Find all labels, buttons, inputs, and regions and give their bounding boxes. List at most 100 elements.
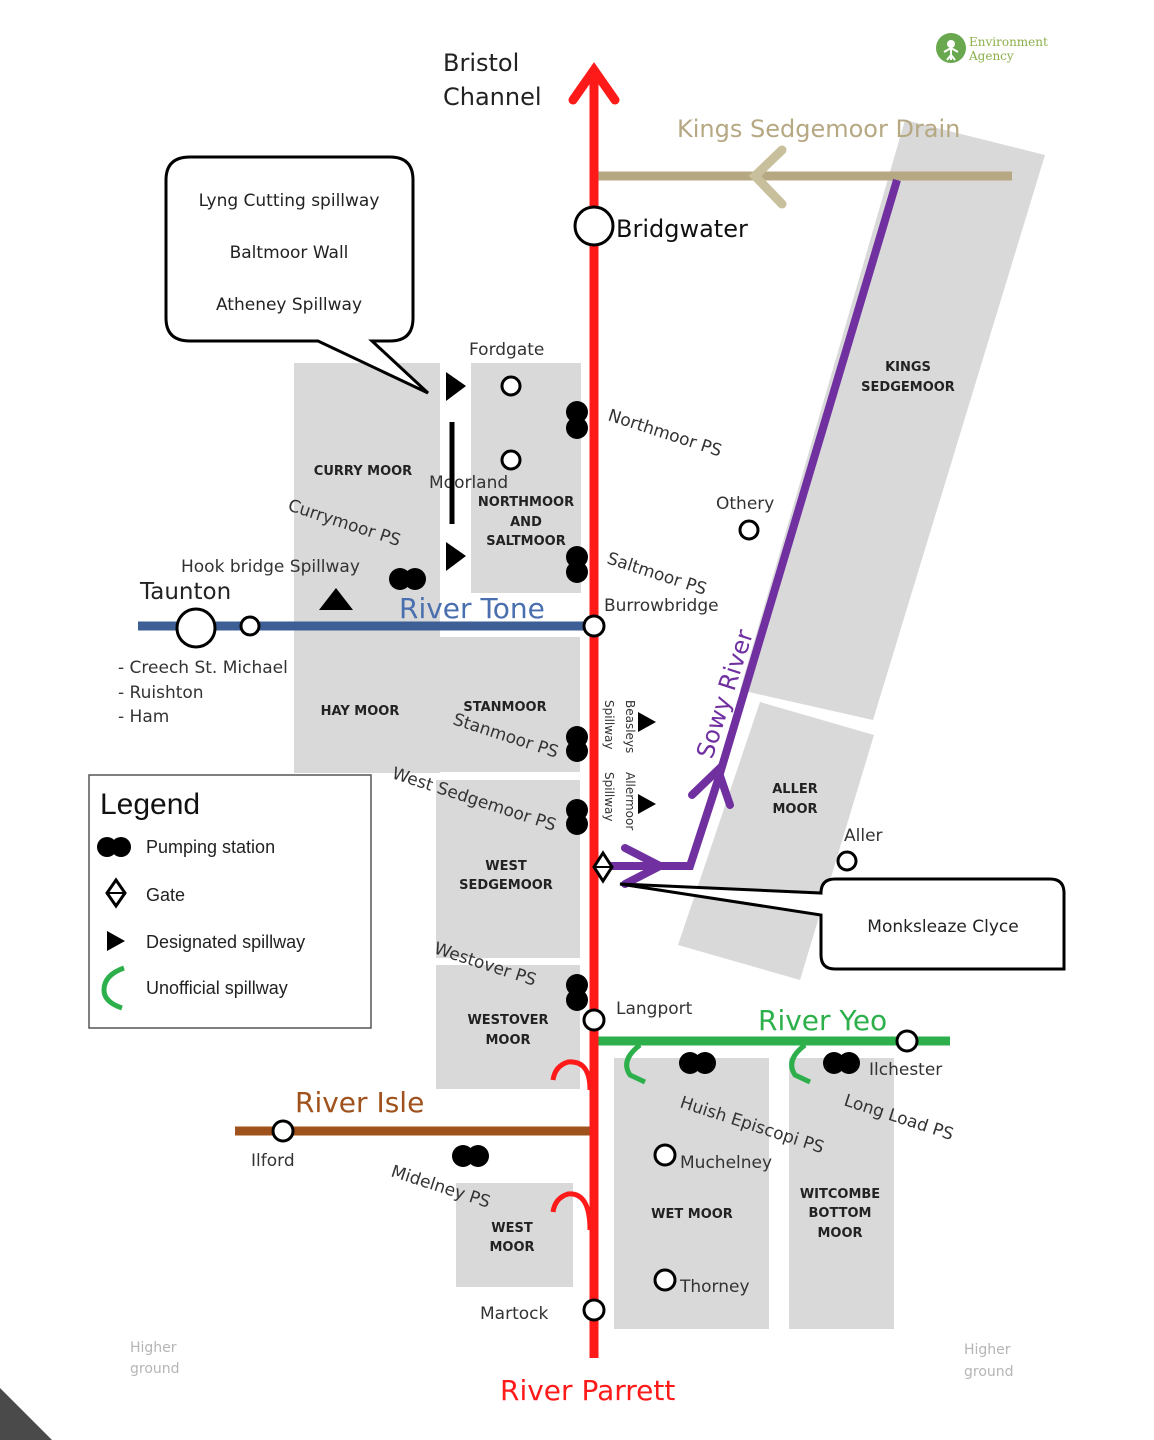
west-sedgemoor-label-2: SEDGEMOOR xyxy=(459,878,553,893)
unofficial-spillway-icon xyxy=(550,1059,593,1091)
legend-label-unofficial: Unofficial spillway xyxy=(146,978,288,998)
muchelney-marker[interactable] xyxy=(653,1143,677,1167)
aller-moor-area xyxy=(678,702,874,980)
curry-moor-label: CURRY MOOR xyxy=(314,464,412,479)
legend-title: Legend xyxy=(100,788,200,821)
west-moor-area xyxy=(456,1183,573,1287)
legend-label-pumping: Pumping station xyxy=(146,837,275,857)
callout-line-1: Lyng Cutting spillway xyxy=(199,191,380,211)
kings-sedgemoor-label-2: SEDGEMOOR xyxy=(861,380,955,395)
ilford-marker[interactable] xyxy=(271,1119,295,1143)
pumping-station-icon[interactable] xyxy=(566,401,588,439)
village-1: - Creech St. Michael xyxy=(118,658,288,678)
designated-spillway-icon xyxy=(107,931,125,951)
northmoor-ps-label: Northmoor PS xyxy=(605,406,724,462)
designated-spillway-icon[interactable] xyxy=(446,372,466,401)
othery-marker[interactable] xyxy=(738,519,760,541)
higher-ground-right-1: Higher xyxy=(964,1342,1011,1358)
hay-moor-area xyxy=(294,637,429,773)
pumping-station-icon[interactable] xyxy=(566,546,588,583)
pumping-station-icon[interactable] xyxy=(823,1052,860,1074)
unofficial-spillway-icon xyxy=(789,1043,812,1085)
logo-line-2: Agency xyxy=(968,49,1014,63)
witcombe-label-3: MOOR xyxy=(817,1226,862,1241)
kings-sedgemoor-drain-label: Kings Sedgemoor Drain xyxy=(677,115,960,143)
langport-marker[interactable] xyxy=(582,1008,606,1032)
bristol-channel-label-2: Channel xyxy=(443,83,542,111)
bristol-channel-label-1: Bristol xyxy=(443,49,519,77)
taunton-marker[interactable] xyxy=(175,607,217,649)
river-parrett-label: River Parrett xyxy=(500,1374,675,1407)
sowy-arrow-icon xyxy=(688,762,734,809)
northmoor-label-1: NORTHMOOR xyxy=(478,495,574,510)
muchelney-label: Muchelney xyxy=(680,1153,772,1173)
designated-spillway-icon[interactable] xyxy=(319,588,353,610)
stanmoor-label: STANMOOR xyxy=(463,700,546,715)
pumping-station-icon[interactable] xyxy=(566,974,588,1011)
logo-line-1: Environment xyxy=(969,35,1048,49)
higher-ground-left-1: Higher xyxy=(130,1340,177,1356)
thorney-label: Thorney xyxy=(679,1277,750,1297)
creech-marker[interactable] xyxy=(239,615,261,637)
bridgwater-label: Bridgwater xyxy=(616,215,748,243)
higher-ground-left-2: ground xyxy=(130,1361,180,1377)
wet-moor-area xyxy=(614,1058,769,1329)
witcombe-label-1: WITCOMBE xyxy=(800,1187,880,1202)
allermoor-label-2: Spillway xyxy=(602,772,616,822)
pumping-station-icon[interactable] xyxy=(679,1052,716,1074)
callout-monksleaze: Monksleaze Clyce xyxy=(619,877,1066,971)
river-yeo: River Yeo xyxy=(594,1004,950,1085)
monksleaze-label: Monksleaze Clyce xyxy=(867,917,1018,937)
thorney-marker[interactable] xyxy=(653,1268,677,1292)
drain-flow-arrow-icon xyxy=(748,145,787,209)
pumping-station-icon[interactable] xyxy=(566,726,588,762)
designated-spillway-icon[interactable] xyxy=(638,794,656,814)
river-isle-label: River Isle xyxy=(295,1086,424,1119)
environment-agency-logo: Environment Agency xyxy=(936,33,1048,63)
legend: Legend Pumping station Gate Designated s… xyxy=(88,774,372,1029)
ilchester-marker[interactable] xyxy=(895,1029,919,1053)
othery-label: Othery xyxy=(716,494,774,514)
aller-marker[interactable] xyxy=(836,850,858,872)
aller-moor-label-2: MOOR xyxy=(772,802,817,817)
callout-line-2: Baltmoor Wall xyxy=(230,243,349,263)
ilchester-label: Ilchester xyxy=(869,1060,942,1080)
northmoor-area xyxy=(471,363,581,593)
pumping-station-icon[interactable] xyxy=(389,568,426,590)
fordgate-marker[interactable] xyxy=(500,375,522,397)
allermoor-label-1: Allermoor xyxy=(623,772,637,830)
unofficial-spillway-icon xyxy=(101,965,125,1011)
designated-spillway-icon[interactable] xyxy=(638,712,656,732)
higher-ground-right-2: ground xyxy=(964,1364,1014,1380)
pumping-station-icon xyxy=(97,837,131,857)
ilford-label: Ilford xyxy=(251,1151,295,1171)
moorland-marker[interactable] xyxy=(500,449,522,471)
kings-sedgemoor-area xyxy=(740,120,1045,720)
hay-moor-label: HAY MOOR xyxy=(321,704,400,719)
burrowbridge-marker[interactable] xyxy=(582,614,606,638)
gate-icon[interactable] xyxy=(592,850,614,884)
aller-moor-label-1: ALLER xyxy=(772,782,818,797)
kings-sedgemoor-label-1: KINGS xyxy=(885,360,931,375)
bridgwater-marker[interactable] xyxy=(573,205,615,247)
fordgate-label: Fordgate xyxy=(469,340,544,360)
callout-spillways: Lyng Cutting spillway Baltmoor Wall Athe… xyxy=(164,155,430,395)
gate-icon xyxy=(105,877,127,909)
legend-label-gate: Gate xyxy=(146,885,185,905)
taunton-label: Taunton xyxy=(139,579,231,605)
northmoor-label-2: AND xyxy=(510,515,542,530)
northmoor-label-3: SALTMOOR xyxy=(486,534,565,549)
designated-spillway-icon[interactable] xyxy=(446,542,466,571)
pumping-station-icon[interactable] xyxy=(566,799,588,835)
moors xyxy=(294,120,1045,1329)
village-3: - Ham xyxy=(118,707,169,727)
westover-moor-label-2: MOOR xyxy=(485,1033,530,1048)
aller-label: Aller xyxy=(844,826,883,846)
witcombe-label-2: BOTTOM xyxy=(809,1206,872,1221)
beasleys-label-2: Spillway xyxy=(602,700,616,750)
stanmoor-area xyxy=(436,637,580,772)
martock-marker[interactable] xyxy=(582,1298,606,1322)
west-moor-label-2: MOOR xyxy=(489,1240,534,1255)
pumping-station-icon[interactable] xyxy=(452,1145,489,1167)
